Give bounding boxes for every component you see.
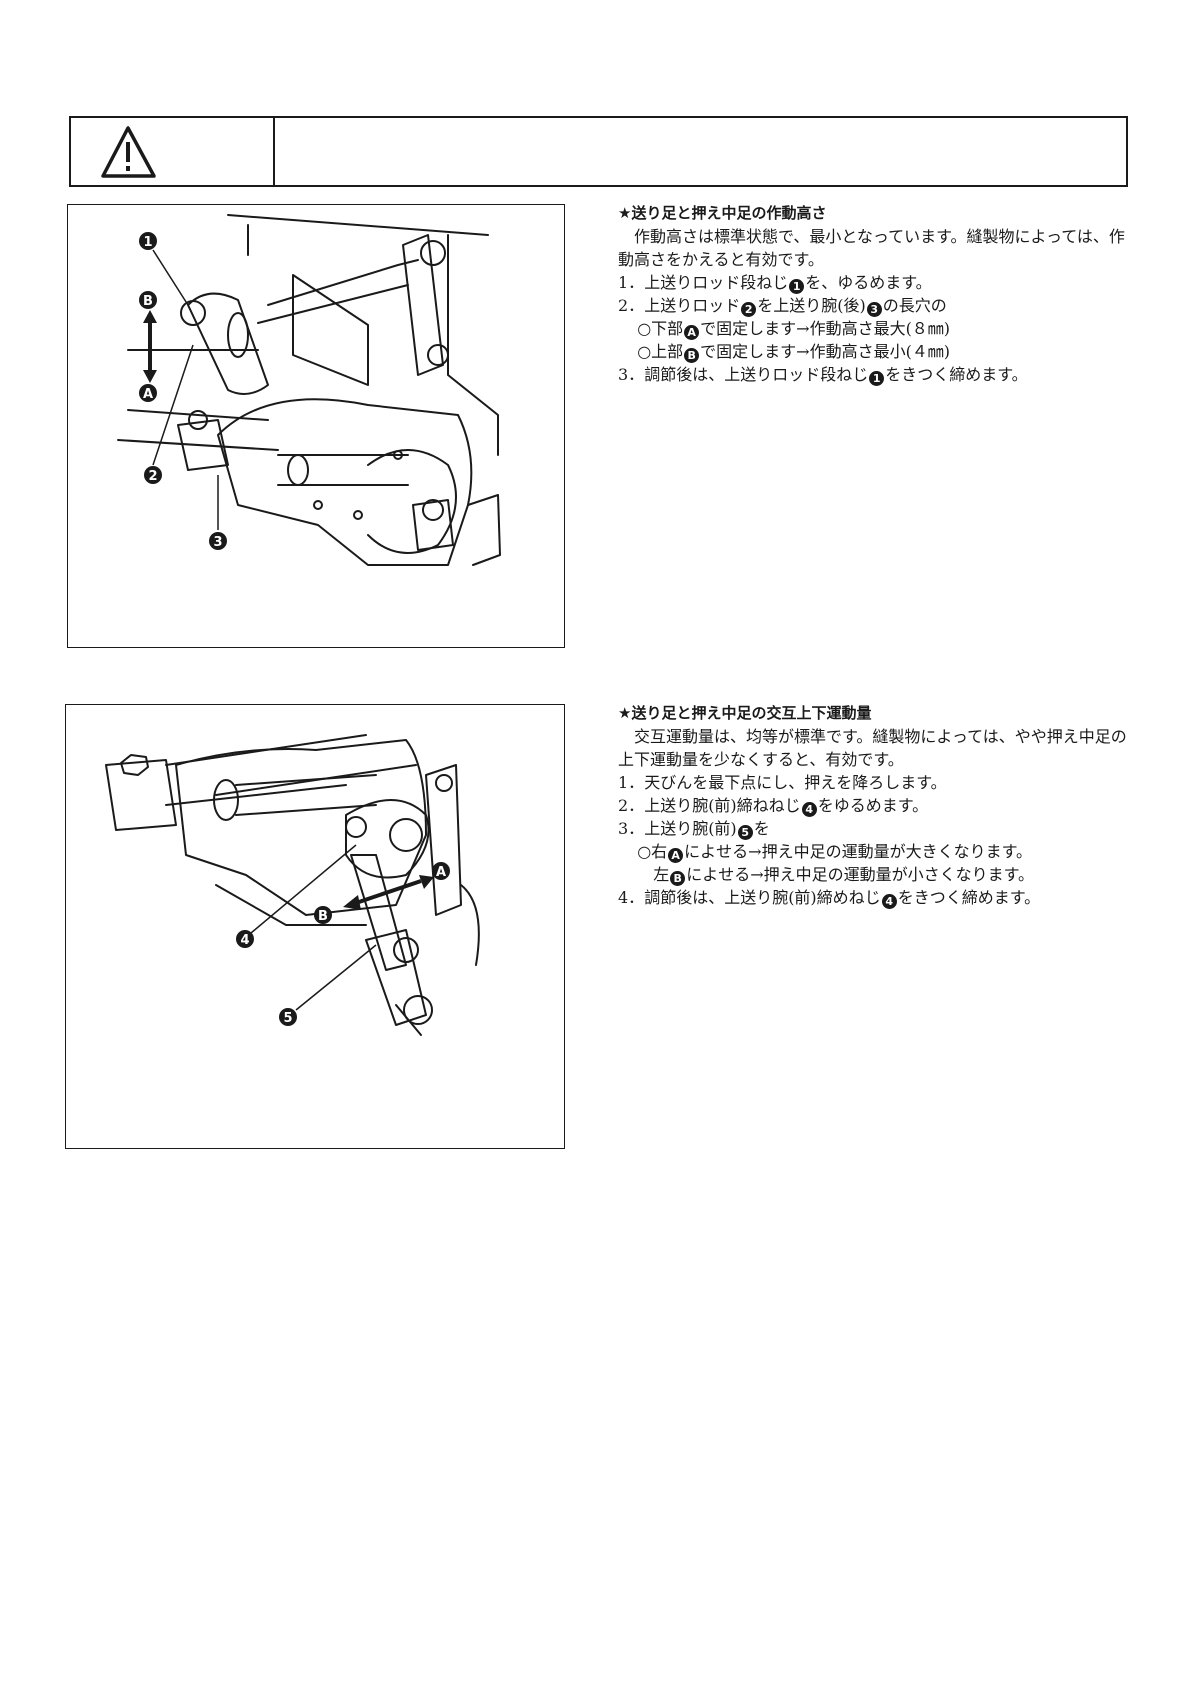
figure-1-drawing: 1 B A 2 3 [117,214,501,566]
housing [175,739,427,916]
warning-divider [273,118,275,185]
figure-2-drawing: 4 A B 5 [105,734,480,1036]
section-2-intro: 交互運動量は、均等が標準です。縫製物によっては、やや押え中足の上下運動量を少なく… [618,727,1127,769]
arrow-ab [343,875,434,910]
label-b: B [143,294,153,309]
marker-4: 4 [881,894,897,909]
label-1: 1 [143,235,152,250]
leader-2 [152,344,194,466]
marker-5: 5 [737,825,753,840]
label-5: 5 [283,1011,292,1026]
marker-1: 1 [869,371,885,386]
section-operating-height: ★送り足と押え中足の作動高さ 作動高さは標準状態で、最小となっています。縫製物に… [618,202,1138,386]
arm-front-lever [350,854,407,971]
section-1-heading: ★送り足と押え中足の作動高さ [618,204,827,222]
lower-shaft [277,454,409,486]
housing [217,398,473,566]
marker-4: 4 [801,802,817,817]
marker-b: B [670,871,686,886]
warning-triangle-icon [101,126,156,178]
label-b: B [318,909,328,924]
section-alternating-movement: ★送り足と押え中足の交互上下運動量 交互運動量は、均等が標準です。縫製物によって… [618,702,1138,909]
rod-arm [187,292,269,395]
section-1-intro: 作動高さは標準状態で、最小となっています。縫製物によっては、作動高さをかえると有… [618,227,1125,269]
label-a: A [436,865,446,880]
link-arm [365,929,427,1026]
label-2: 2 [148,469,157,484]
arm-front-block [345,799,430,879]
section-2-step-1: 1．天びんを最下点にし、押えを降ろします。 [618,773,947,792]
label-a: A [143,387,153,402]
marker-2: 2 [741,302,757,317]
marker-1: 1 [789,279,805,294]
clamp-block [177,419,229,471]
frame-top-line [227,214,489,236]
marker-3: 3 [866,302,882,317]
arrow-ab [143,310,157,383]
figure-2: 4 A B 5 [65,704,565,1149]
leader-1 [152,249,189,306]
marker-a: A [684,325,700,340]
leader-5 [295,944,377,1011]
marker-b: B [684,348,700,363]
figure-1: 1 B A 2 3 [67,204,565,648]
label-3: 3 [213,535,222,550]
main-shaft [165,734,367,806]
warning-box [69,116,1128,187]
leader-4 [250,844,357,934]
marker-a: A [668,848,684,863]
section-2-heading: ★送り足と押え中足の交互上下運動量 [618,704,872,722]
upper-arm-body [292,274,369,386]
label-4: 4 [240,933,249,948]
